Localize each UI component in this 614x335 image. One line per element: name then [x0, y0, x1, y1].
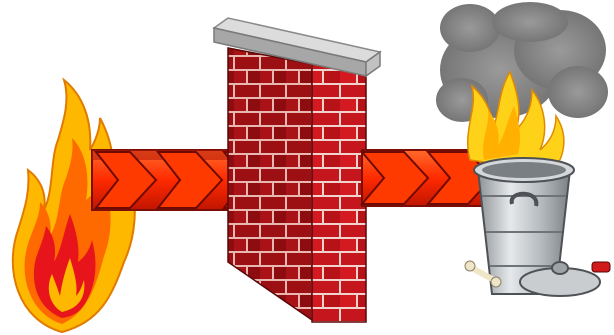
brick-wall	[214, 18, 380, 322]
smoke-cloud	[436, 2, 608, 122]
debris-can	[592, 262, 610, 272]
